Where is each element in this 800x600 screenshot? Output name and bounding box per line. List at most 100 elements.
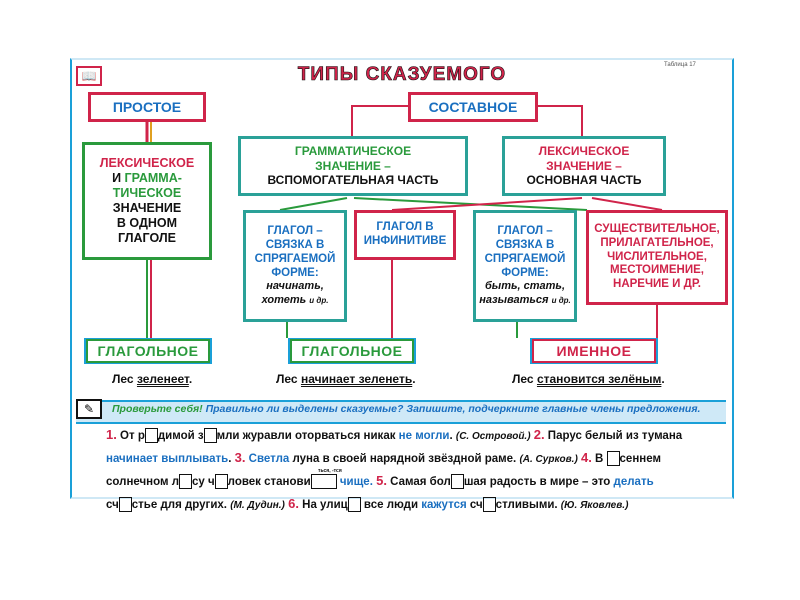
- blank-8: [118, 497, 132, 513]
- inf-line1: ГЛАГОЛ В: [376, 221, 434, 234]
- vl2-line3: СПРЯГАЕМОЙ: [484, 252, 566, 265]
- kind-verbal-1: ГЛАГОЛЬНОЕ: [84, 338, 212, 364]
- s6a: На улиц: [302, 499, 348, 511]
- simple-desc-and: И ГРАММА-: [112, 171, 182, 186]
- blank-2: [203, 428, 217, 444]
- s6b: все люди: [360, 499, 422, 511]
- table-sheet: 📖 ТИПЫ СКАЗУЕМОГО Таблица 17 ПРОСТОЕ ЛЕК…: [70, 58, 734, 513]
- blank-1: [144, 428, 158, 444]
- np-l2: ПРИЛАГАТЕЛЬНОЕ,: [600, 236, 714, 249]
- infinitive-box: ГЛАГОЛ В ИНФИНИТИВЕ: [354, 210, 456, 260]
- s2a: Парус белый из тумана: [547, 430, 683, 442]
- example-2-predicate: начинает зеленеть: [300, 372, 413, 386]
- np-l1: СУЩЕСТВИТЕЛЬНОЕ,: [594, 223, 720, 235]
- s3-predicate: Светла: [248, 453, 290, 465]
- example-3-subject: Лес: [512, 372, 537, 386]
- gramma-word: ГРАММА-: [124, 171, 182, 185]
- example-1-predicate: зеленеет: [136, 372, 189, 386]
- simple-desc-rest2: В ОДНОМ: [116, 216, 178, 230]
- task-bar: [76, 400, 726, 424]
- s4b: сеннем: [619, 453, 661, 465]
- book-icon: 📖: [76, 66, 102, 86]
- np-l5: НАРЕЧИЕ И ДР.: [613, 278, 701, 291]
- np-l4: МЕСТОИМЕНИЕ,: [610, 264, 704, 277]
- s3a: луна в своей нарядной звёздной раме.: [289, 453, 520, 465]
- s6c: сч: [466, 499, 483, 511]
- vl2-examples: быть, стать, называться и др.: [479, 280, 571, 306]
- vl2-ex1: быть, стать,: [484, 280, 565, 293]
- vl2-line1: ГЛАГОЛ –: [497, 225, 553, 238]
- kind-verbal-1-label: ГЛАГОЛЬНОЕ: [97, 343, 199, 359]
- s4f: чище.: [336, 476, 373, 488]
- s4e: ловек станови: [227, 476, 311, 488]
- s4a: В: [595, 453, 607, 465]
- verb-link-box-2: ГЛАГОЛ – СВЯЗКА В СПРЯГАЕМОЙ ФОРМЕ: быть…: [473, 210, 577, 322]
- vl1-line3: СПРЯГАЕМОЙ: [254, 252, 336, 265]
- example-3-predicate: становится зелёным: [536, 372, 662, 386]
- s5c: сч: [106, 499, 119, 511]
- blank-7: [450, 474, 464, 490]
- vl1-ex1: начинать,: [266, 280, 324, 293]
- s2-predicate: начинает выплывать: [106, 453, 229, 465]
- and-word: И: [112, 171, 122, 185]
- s1c: мли журавли оторваться никак: [216, 430, 399, 442]
- ending-hint: ться, -тся: [318, 468, 342, 474]
- simple-desc-rest1: ЗНАЧЕНИЕ: [112, 201, 182, 215]
- gram-line3: ВСПОМОГАТЕЛЬНАЯ ЧАСТЬ: [267, 173, 439, 188]
- inf-line2: ИНФИНИТИВЕ: [363, 235, 447, 247]
- s6-source: (Ю. Яковлев.): [560, 500, 629, 511]
- example-3: Лес становится зелёным.: [512, 372, 665, 386]
- verb-link-box-1: ГЛАГОЛ – СВЯЗКА В СПРЯГАЕМОЙ ФОРМЕ: начи…: [243, 210, 347, 322]
- task-check: Проверьте себя!: [112, 403, 203, 415]
- lexical-meaning-box: ЛЕКСИЧЕСКОЕ ЗНАЧЕНИЕ – ОСНОВНАЯ ЧАСТЬ: [502, 136, 666, 196]
- s3-source: (А. Сурков.): [519, 454, 578, 465]
- example-1: Лес зеленеет.: [112, 372, 193, 386]
- blank-4: [179, 474, 192, 490]
- blank-6: [310, 474, 337, 490]
- pen-icon: ✎: [76, 399, 102, 419]
- vl1-ex3: и др.: [309, 295, 329, 305]
- vl1-ex2: хотеть: [261, 293, 307, 306]
- vl1-line2: СВЯЗКА В: [265, 239, 325, 252]
- table-number: Таблица 17: [664, 62, 696, 68]
- s5d: стье для других.: [131, 499, 231, 511]
- vl1-examples: начинать, хотеть и др.: [262, 280, 329, 306]
- blank-3: [606, 451, 620, 467]
- simple-predicate-box: ПРОСТОЕ: [88, 92, 206, 122]
- s5-source: (М. Дудин.): [230, 500, 285, 511]
- kind-verbal-2-label: ГЛАГОЛЬНОЕ: [301, 343, 403, 359]
- kind-verbal-2: ГЛАГОЛЬНОЕ: [288, 338, 416, 364]
- s5b: шая радость в мире – это: [463, 476, 614, 488]
- kind-nominal-label: ИМЕННОЕ: [556, 343, 632, 359]
- blank-5: [214, 474, 228, 490]
- s6d: стливыми.: [495, 499, 561, 511]
- compound-label: СОСТАВНОЕ: [428, 98, 518, 115]
- blank-9: [347, 497, 361, 513]
- connector-lines: [145, 105, 663, 338]
- num-4: 4.: [580, 450, 592, 465]
- blank-10: [482, 497, 496, 513]
- example-2: Лес начинает зеленеть.: [276, 372, 416, 386]
- s1b: димой з: [157, 430, 204, 442]
- s5a: Самая бол: [390, 476, 451, 488]
- nominal-parts-box: СУЩЕСТВИТЕЛЬНОЕ, ПРИЛАГАТЕЛЬНОЕ, ЧИСЛИТЕ…: [586, 210, 728, 305]
- simple-desc-lexical: ЛЕКСИЧЕСКОЕ: [99, 156, 195, 170]
- kind-nominal-inner: ИМЕННОЕ: [532, 339, 656, 363]
- task-instruction: Правильно ли выделены сказуемые? Запишит…: [205, 403, 701, 415]
- num-5: 5.: [376, 473, 387, 488]
- vl2-ex3: и др.: [551, 295, 571, 305]
- task-text: Проверьте себя! Правильно ли выделены ск…: [112, 403, 700, 415]
- s1-source: (С. Островой.): [455, 431, 531, 442]
- s4c: солнечном л: [106, 476, 179, 488]
- lex-line2: ЗНАЧЕНИЕ –: [546, 158, 622, 173]
- kind-verbal-2-inner: ГЛАГОЛЬНОЕ: [290, 339, 414, 363]
- num-1: 1.: [106, 427, 117, 442]
- kind-verbal-1-inner: ГЛАГОЛЬНОЕ: [86, 339, 210, 363]
- num-2: 2.: [533, 427, 545, 442]
- vl1-line4: ФОРМЕ:: [271, 266, 319, 279]
- lex-line1: ЛЕКСИЧЕСКОЕ: [538, 144, 630, 159]
- example-1-subject: Лес: [112, 372, 137, 386]
- simple-description-box: ЛЕКСИЧЕСКОЕ И ГРАММА- ТИЧЕСКОЕ ЗНАЧЕНИЕ …: [82, 142, 212, 260]
- simple-desc-rest3: ГЛАГОЛЕ: [117, 231, 176, 245]
